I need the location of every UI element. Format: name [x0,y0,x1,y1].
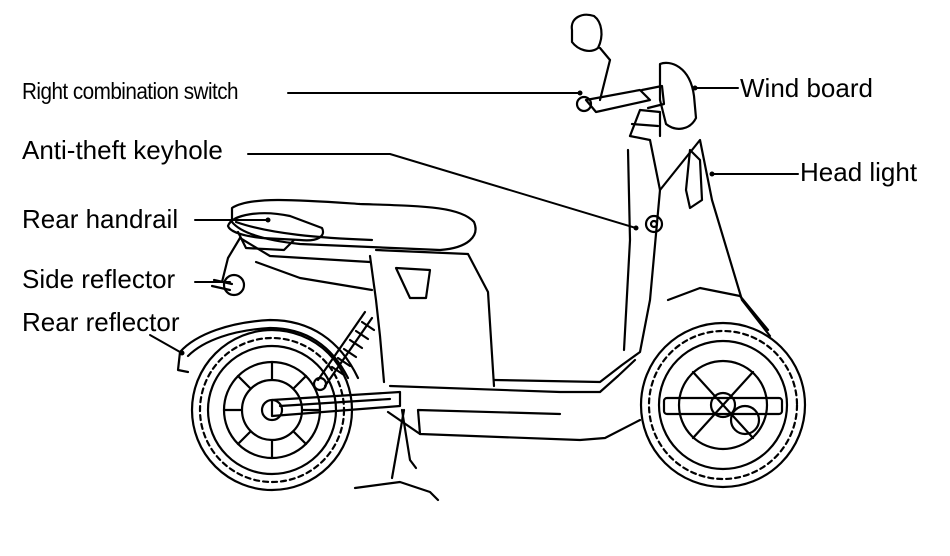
wind-board [660,63,696,129]
leader-rear-reflector [150,335,180,352]
rear-shock [314,312,374,390]
seat [232,200,476,250]
leader-keyhole [248,154,636,228]
label-rear-reflector: Rear reflector [22,309,180,335]
leader-dot-right-switch [578,91,583,96]
label-rear-handrail: Rear handrail [22,206,178,232]
side-reflector-part [212,238,244,295]
mirror [572,15,602,51]
side-stand [402,410,416,468]
label-side-reflector: Side reflector [22,266,175,292]
leader-dot-head-light [710,172,715,177]
front-wheel [641,323,805,487]
leader-dot-handrail [266,218,271,223]
scooter-body [240,136,770,500]
label-right-combination-switch: Right combination switch [22,80,238,103]
label-wind-board: Wind board [740,75,873,101]
steering [572,15,696,136]
keyhole-icon [646,216,662,232]
leader-dot-keyhole [634,226,639,231]
label-head-light: Head light [800,159,917,185]
label-anti-theft-keyhole: Anti-theft keyhole [22,137,223,163]
